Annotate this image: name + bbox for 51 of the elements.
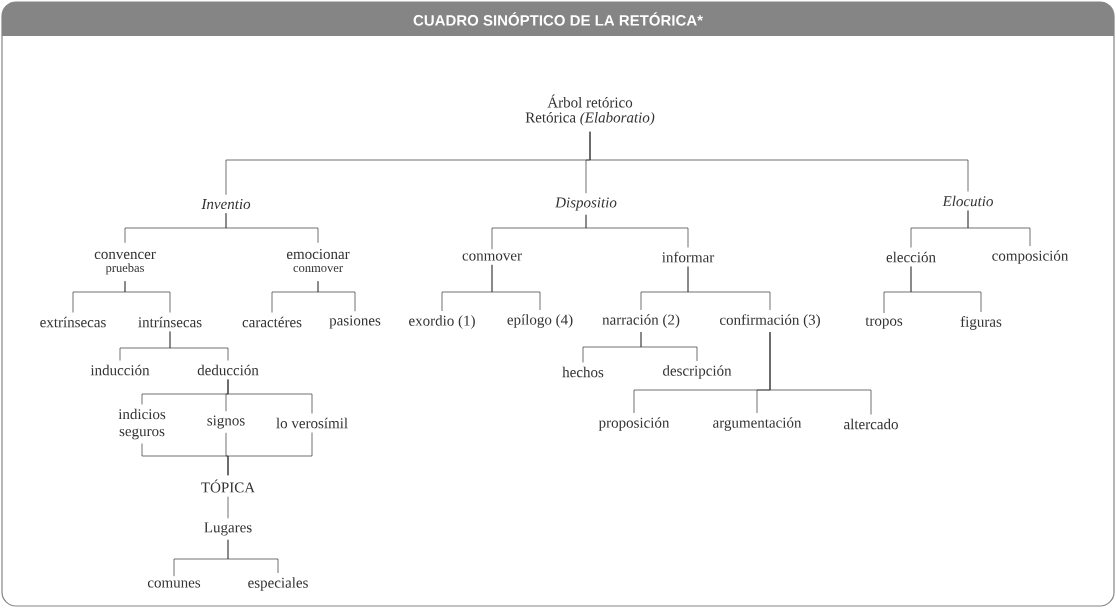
tree-label: Inventio xyxy=(201,198,251,210)
tree-label: comunes xyxy=(147,580,201,588)
connector-line xyxy=(225,212,319,244)
tree-label: informar xyxy=(662,251,715,263)
tree-label: Elocutio xyxy=(942,195,993,207)
connector-line xyxy=(124,280,171,313)
tree-label: pasiones xyxy=(329,315,381,329)
tree-label: TÓPICA xyxy=(201,479,255,493)
tree-label: extrínsecas xyxy=(40,316,106,328)
tree-label: elección xyxy=(886,251,936,263)
tree-label: conmover xyxy=(462,253,522,261)
connector-line xyxy=(687,266,771,311)
connector-line xyxy=(967,210,1031,247)
connector-line xyxy=(317,280,356,312)
tree-label: altercado xyxy=(844,418,898,430)
tree-label: proposición xyxy=(598,417,670,431)
connector-line xyxy=(769,331,872,415)
tree-label: Dispositio xyxy=(555,197,617,211)
tree-label: descripción xyxy=(663,365,732,379)
connector-line xyxy=(227,432,313,476)
tree-label: emocionar conmover xyxy=(286,249,350,273)
tree-label: composición xyxy=(992,250,1069,264)
tree-label: narración (2) xyxy=(602,314,680,328)
connector-line xyxy=(491,264,541,311)
connector-line xyxy=(227,379,313,414)
tree-label: convencer pruebas xyxy=(94,251,156,275)
connector-line xyxy=(585,214,689,248)
tree-label: inducción xyxy=(90,364,150,376)
tree-label: exordio (1) xyxy=(409,315,475,329)
connector-line xyxy=(227,539,279,574)
connector-line xyxy=(227,496,229,519)
tree-label: especiales xyxy=(248,577,308,591)
tree-label: lo verosímil xyxy=(276,417,348,429)
connector-line xyxy=(169,331,229,361)
tree-label: Lugares xyxy=(204,522,252,536)
tree-label: confirmación (3) xyxy=(719,314,820,328)
tree-label: argumentación xyxy=(713,417,802,431)
tree-label: intrínsecas xyxy=(138,316,202,328)
tree-label: deducción xyxy=(197,364,259,376)
title-bar: CUADRO SINÓPTICO DE LA RETÓRICA* xyxy=(2,2,1114,36)
tree-label: indicios seguros xyxy=(118,408,166,440)
tree-label: tropos xyxy=(865,317,903,329)
tree-label: caractéres xyxy=(242,316,302,328)
tree-label: hechos xyxy=(562,366,604,378)
connector-line xyxy=(910,266,982,313)
connector-line xyxy=(640,331,698,362)
tree-label: signos xyxy=(207,415,245,429)
tree-label: Árbol retórico Retórica (Elaboratio) xyxy=(525,94,655,126)
tree-label: epílogo (4) xyxy=(507,314,573,328)
connector-line xyxy=(589,131,969,192)
tree-label: figuras xyxy=(960,316,1002,330)
